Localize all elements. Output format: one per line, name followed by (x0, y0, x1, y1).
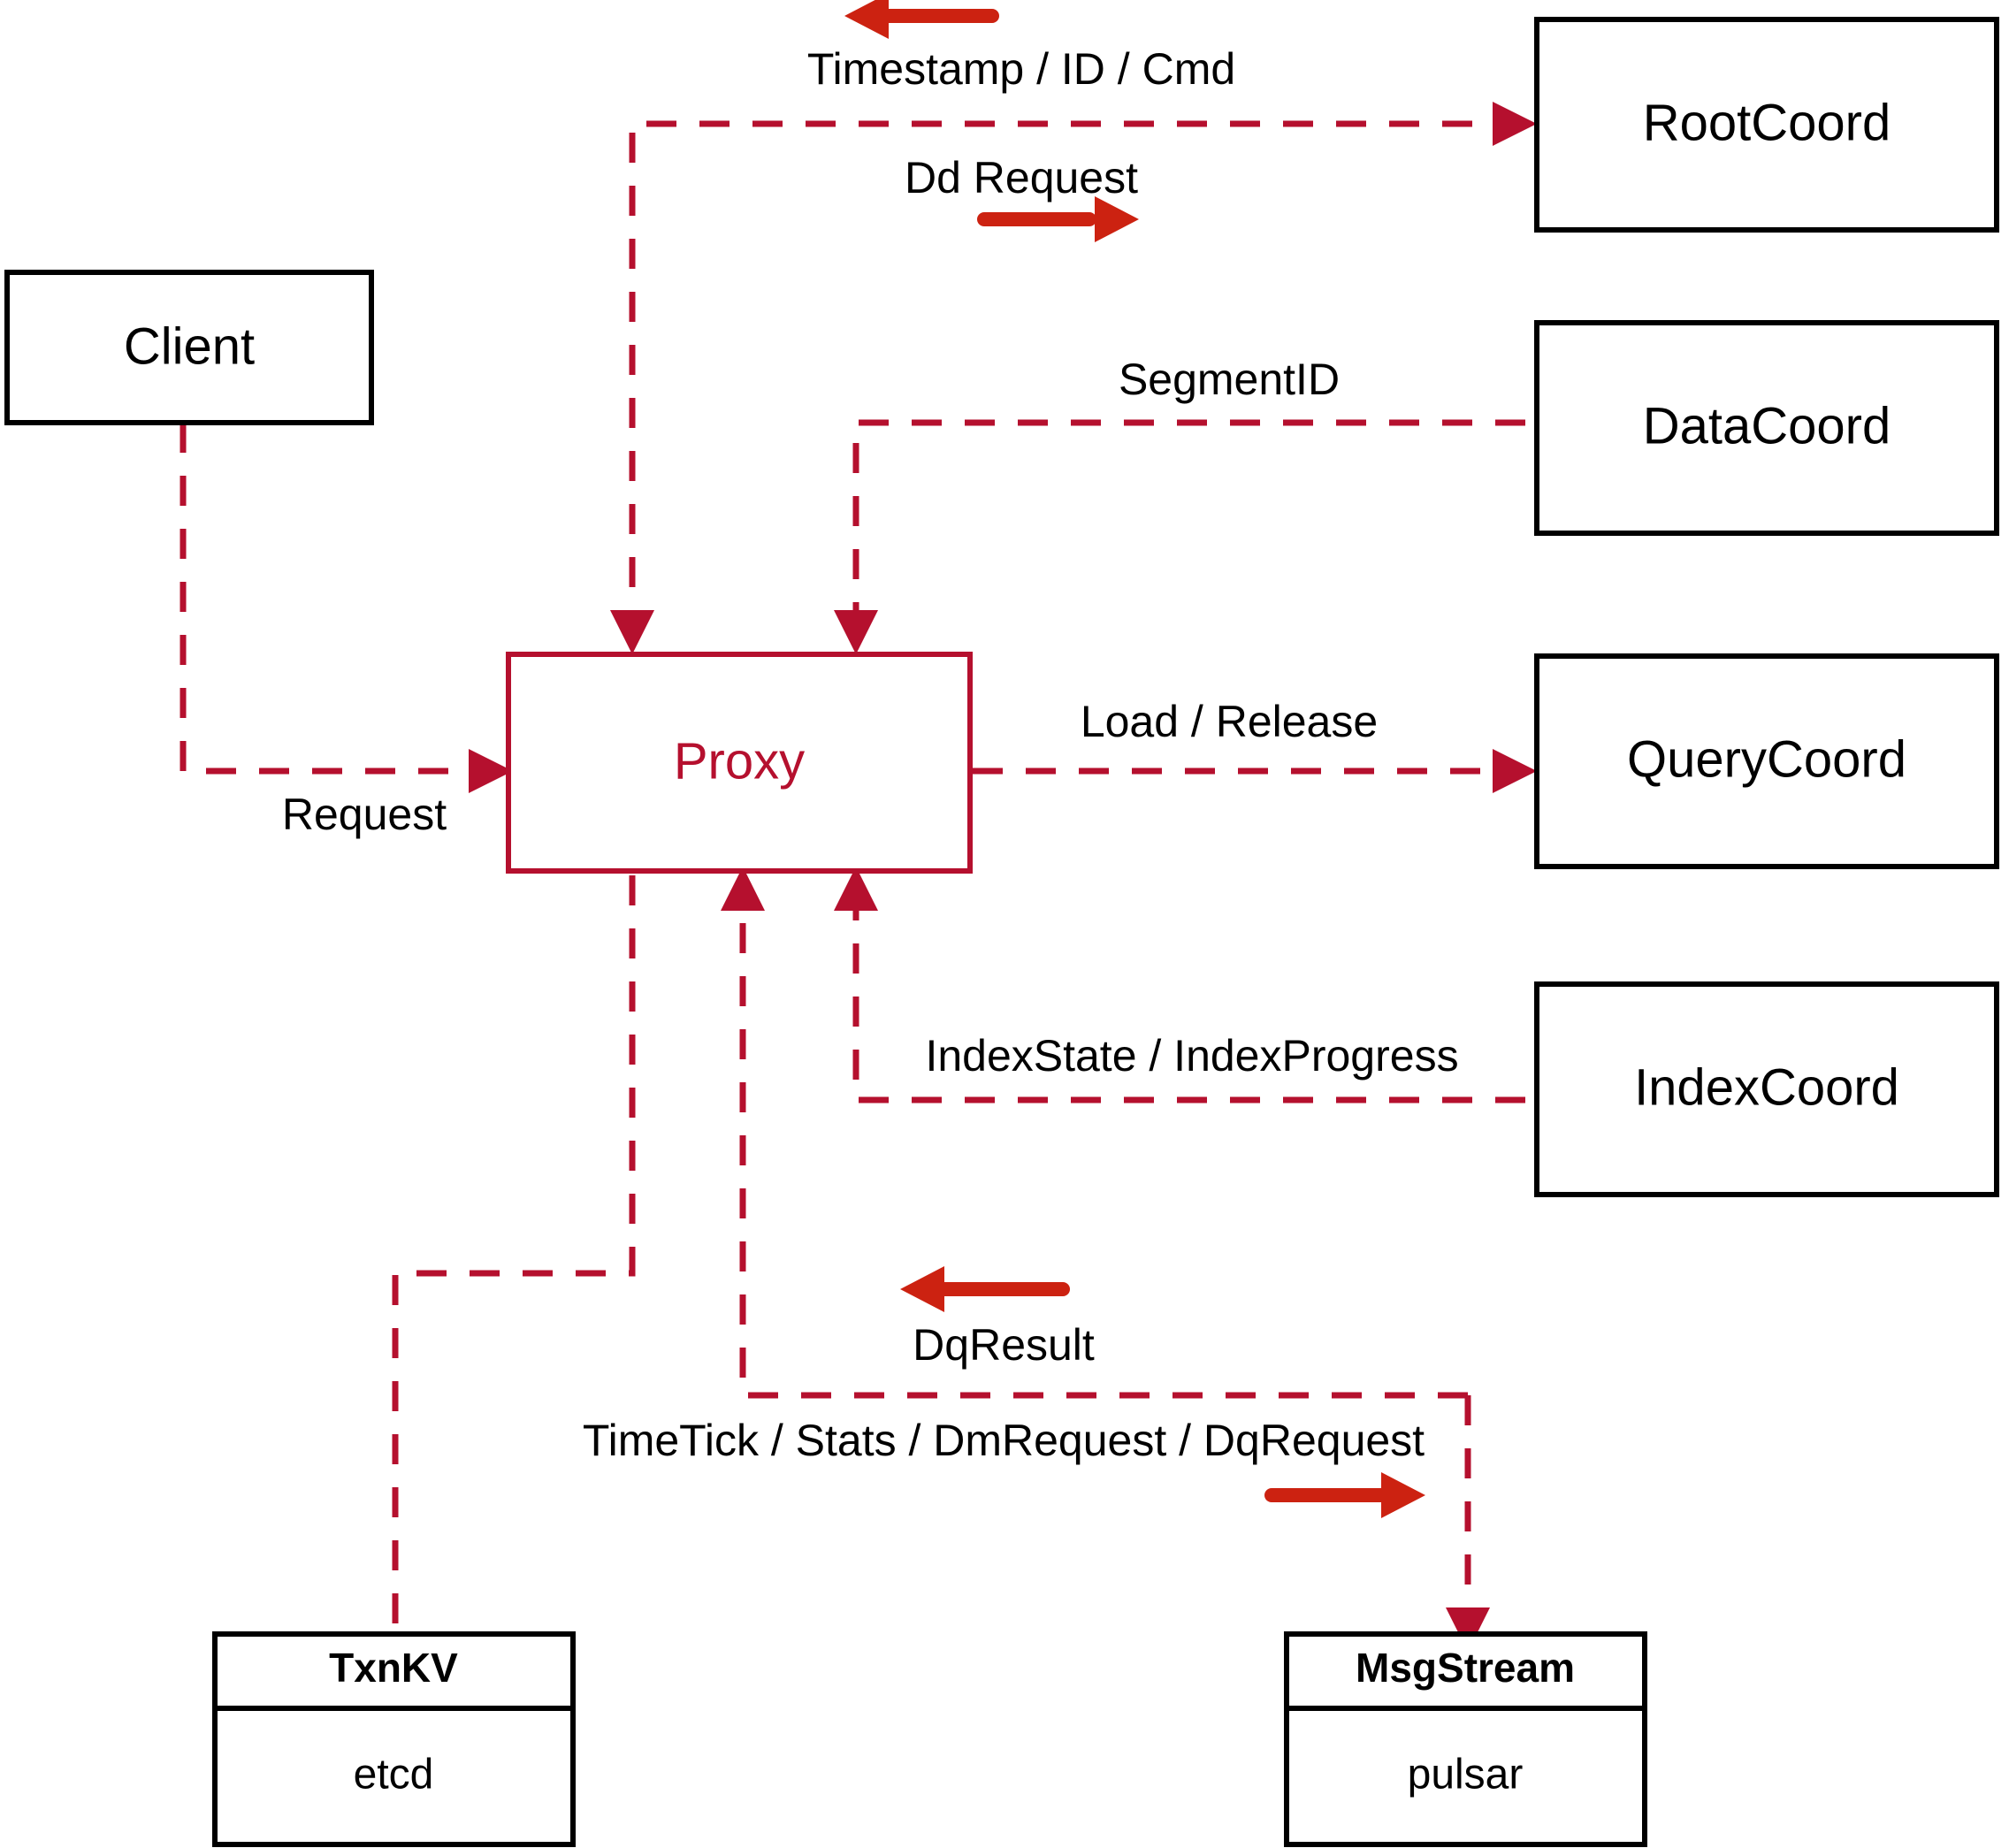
edge-label-timestamp-id-cmd: Timestamp / ID / Cmd (807, 44, 1235, 94)
flow-arrow-timestamp-left (844, 0, 999, 39)
flow-arrow-dq-result-left (900, 1266, 1070, 1312)
node-txnkv-header: TxnKV (329, 1645, 458, 1691)
edge-line-index-state-progress (852, 893, 1525, 1103)
arrowhead-index-state-progress (834, 867, 878, 911)
arrowhead-dd-request-rootcoord (1493, 102, 1537, 146)
edge-line-txnkv (392, 875, 636, 1627)
node-data-coord-label: DataCoord (1643, 397, 1891, 454)
edge-line-dq-result (739, 893, 1468, 1399)
arrowhead-dq-result (721, 867, 765, 911)
edge-line-segment-id (852, 419, 1525, 628)
arrowhead-load-release (1493, 749, 1537, 793)
node-msgstream[interactable]: MsgStream pulsar (1284, 1631, 1647, 1847)
node-data-coord[interactable]: DataCoord (1534, 320, 1999, 536)
node-msgstream-header: MsgStream (1356, 1645, 1575, 1691)
arrowhead-request (469, 749, 513, 793)
edge-line-request (180, 423, 491, 775)
flow-arrow-dd-request-right (977, 196, 1139, 242)
arrowhead-segment-id (834, 610, 878, 654)
edge-label-timetick-stats: TimeTick / Stats / DmRequest / DqRequest (583, 1416, 1425, 1465)
node-index-coord[interactable]: IndexCoord (1534, 981, 1999, 1197)
node-client-label: Client (124, 317, 255, 375)
edge-label-load-release: Load / Release (1081, 697, 1378, 746)
node-root-coord[interactable]: RootCoord (1534, 17, 1999, 233)
node-txnkv-body: etcd (354, 1752, 434, 1798)
node-index-coord-label: IndexCoord (1634, 1058, 1899, 1116)
node-txnkv[interactable]: TxnKV etcd (212, 1631, 576, 1847)
arrowhead-timestamp-id-cmd (610, 610, 654, 654)
node-msgstream-body: pulsar (1408, 1752, 1524, 1798)
edge-label-request: Request (282, 790, 447, 839)
edge-label-index-state-progress: IndexState / IndexProgress (925, 1031, 1458, 1081)
edge-line-timestamp-id-cmd (629, 120, 1525, 628)
edge-label-dd-request: Dd Request (905, 153, 1138, 202)
arrowhead-timetick-stats (1446, 1607, 1490, 1652)
edge-label-dq-result: DqResult (913, 1320, 1095, 1370)
node-proxy[interactable]: Proxy (506, 652, 973, 874)
node-query-coord-label: QueryCoord (1627, 730, 1906, 788)
flow-arrow-timetick-right (1264, 1472, 1425, 1518)
edge-label-segment-id: SegmentID (1119, 355, 1340, 404)
node-root-coord-label: RootCoord (1643, 94, 1891, 151)
node-proxy-label: Proxy (674, 732, 805, 790)
node-query-coord[interactable]: QueryCoord (1534, 653, 1999, 869)
node-client[interactable]: Client (4, 270, 374, 425)
